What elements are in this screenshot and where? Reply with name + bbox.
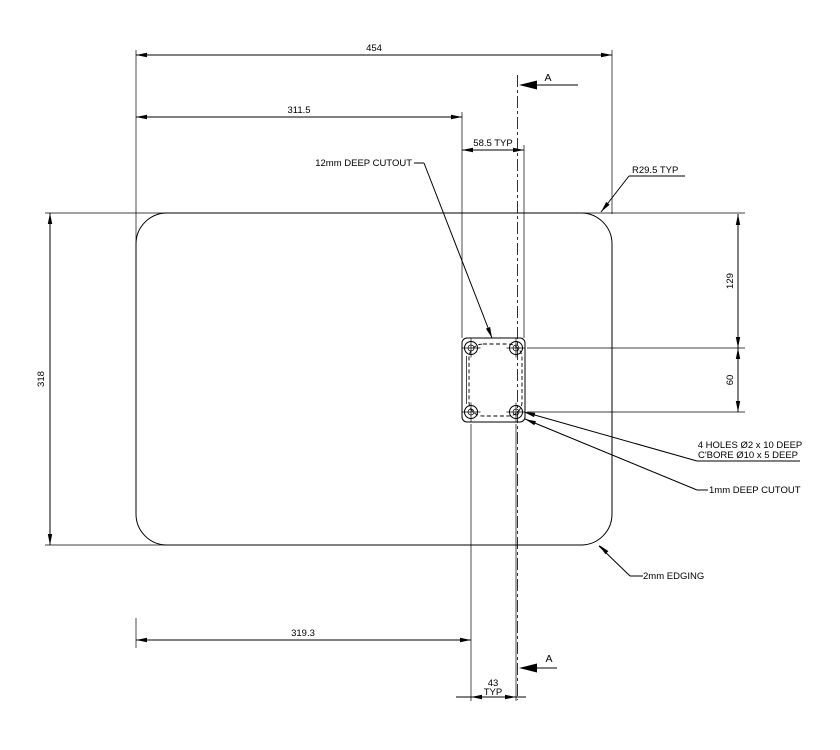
dim-overall-width: 454 [136, 43, 612, 58]
cutout-pocket-outline [461, 337, 526, 423]
note-holes-line2: C'BORE Ø10 x 5 DEEP [698, 450, 798, 461]
note-deep-cutout-12-label: 12mm DEEP CUTOUT [315, 158, 412, 169]
dim-overall-height-value: 318 [36, 371, 47, 387]
dim-right-lower-value: 60 [725, 375, 736, 386]
plate-outline [135, 212, 613, 546]
note-deep-cutout-1: 1mm DEEP CUTOUT [524, 418, 801, 496]
leader-arrow-icon [525, 419, 536, 426]
leader-arrow-icon [485, 327, 492, 338]
dim-upper-width: 311.5 [136, 105, 462, 120]
note-deep-cutout-12: 12mm DEEP CUTOUT [315, 158, 493, 339]
note-corner-radius-label: R29.5 TYP [632, 165, 678, 176]
note-edging-label: 2mm EDGING [643, 571, 704, 582]
dim-right-upper: 129 [725, 214, 741, 348]
dim-upper-width-value: 311.5 [287, 105, 310, 116]
dim-bottom-width-value: 319.3 [291, 628, 315, 639]
hidden-cutout-profile [468, 343, 523, 417]
section-arrow-bottom-icon [519, 663, 537, 673]
dim-right-upper-value: 129 [725, 273, 736, 289]
leader-arrow-icon [599, 545, 609, 555]
mounting-holes [461, 338, 526, 422]
dim-cutout-width-value: 58.5 TYP [473, 138, 512, 149]
note-edging: 2mm EDGING [598, 545, 704, 582]
note-holes: 4 HOLES Ø2 x 10 DEEP C'BORE Ø10 x 5 DEEP [523, 411, 803, 462]
dim-right-lower: 60 [725, 348, 741, 412]
dim-bottom-width: 319.3 [136, 628, 471, 643]
dim-hole-pitch-value: 43 [488, 678, 499, 689]
note-corner-radius: R29.5 TYP [600, 165, 685, 213]
dim-overall-width-value: 454 [366, 43, 382, 54]
section-label-bottom: A [545, 653, 552, 665]
dim-hole-pitch: 43 TYP [456, 678, 526, 700]
extension-lines [45, 50, 745, 701]
note-holes-line1: 4 HOLES Ø2 x 10 DEEP [698, 440, 803, 451]
section-arrow-top-icon [519, 80, 537, 90]
dim-hole-pitch-suffix: TYP [484, 687, 502, 698]
note-deep-cutout-1-label: 1mm DEEP CUTOUT [709, 485, 801, 496]
section-label-top: A [544, 72, 551, 84]
dim-overall-height: 318 [36, 213, 53, 545]
center-cutout-detail [461, 337, 526, 423]
leader-arrow-icon [524, 412, 536, 418]
dim-cutout-width: 58.5 TYP [462, 138, 524, 153]
leader-arrow-icon [601, 202, 610, 212]
section-line-aa: A A [517, 72, 578, 700]
